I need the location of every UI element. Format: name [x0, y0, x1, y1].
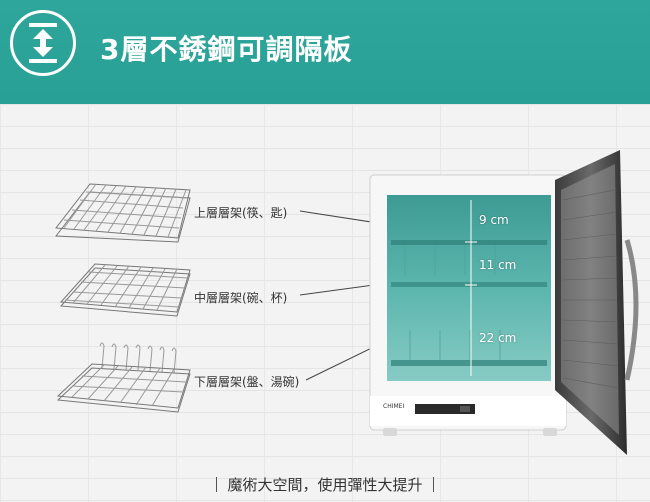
measurement-bottom: 22 cm: [479, 331, 517, 345]
vertical-adjust-arrow-icon: [10, 10, 76, 76]
lower-rack-image: [56, 342, 191, 413]
caption-right-bar: [432, 477, 434, 492]
middle-rack-image: [59, 263, 191, 317]
upper-rack-image: [55, 183, 191, 243]
cabinet-brand-logo: CHIMEI: [383, 403, 405, 410]
measurement-top: 9 cm: [479, 213, 509, 227]
measurement-middle: 11 cm: [479, 258, 517, 272]
caption-row: 魔術大空間，使用彈性大提升: [0, 474, 650, 495]
sterilizer-cabinet-image: [369, 150, 639, 455]
upper-rack-label: 上層層架(筷、匙): [194, 206, 288, 220]
page-title: 3層不銹鋼可調隔板: [100, 33, 353, 66]
lower-rack-label: 下層層架(盤、湯碗): [194, 375, 300, 389]
caption-text: 魔術大空間，使用彈性大提升: [227, 476, 423, 494]
header-banner: 3層不銹鋼可調隔板: [0, 0, 650, 104]
middle-rack-label: 中層層架(碗、杯): [194, 291, 288, 305]
caption-left-bar: [216, 477, 218, 492]
